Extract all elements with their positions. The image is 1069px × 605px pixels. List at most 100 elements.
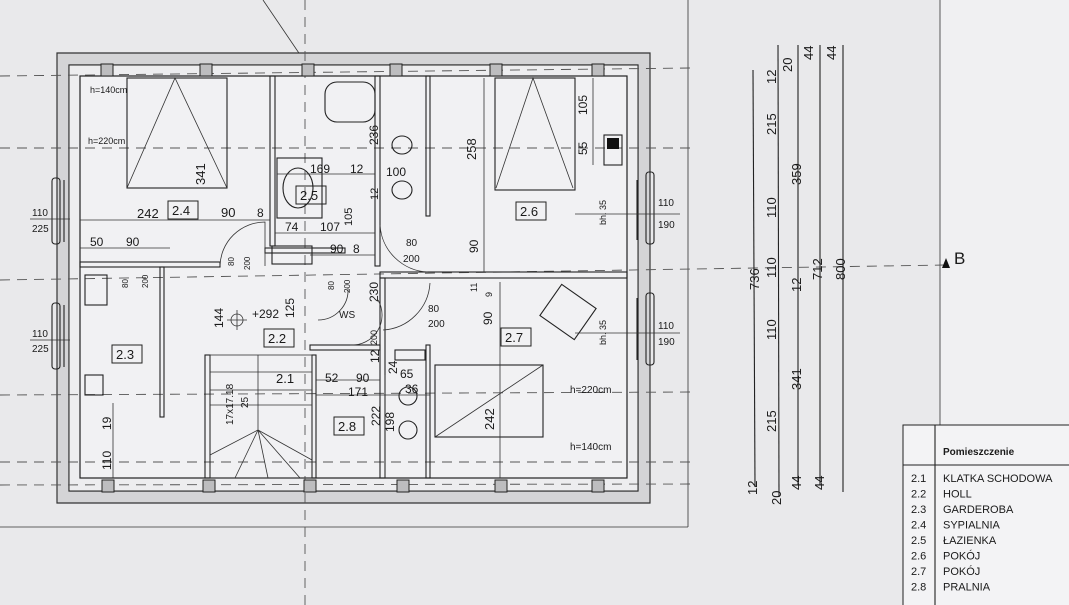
legend-room-name: PRALNIA — [943, 582, 991, 594]
dimension-label: 80 — [406, 238, 418, 249]
dimension-label: 200 — [369, 330, 379, 345]
dimension-label: +292 — [252, 307, 279, 321]
dimension-label: 80 — [227, 257, 236, 266]
dimension-label: bh. 35 — [598, 200, 608, 225]
overall-dimension-label: 359 — [789, 163, 804, 185]
dimension-label: 105 — [576, 95, 590, 115]
legend-room-number: 2.2 — [911, 489, 926, 501]
room-label-box — [111, 344, 143, 364]
overall-dimension-label: 110 — [764, 257, 779, 278]
dimension-label: 8 — [257, 206, 264, 220]
dimension-label: 90 — [356, 371, 370, 385]
overall-dimension-label: 736 — [747, 268, 762, 290]
dimension-label: 9 — [484, 292, 494, 297]
dimension-label: 110 — [658, 321, 674, 332]
dimension-label: 236 — [367, 125, 381, 145]
legend-room-number: 2.8 — [911, 582, 926, 594]
overall-dimension-label: 12 — [764, 70, 779, 84]
dimension-label: h=220cm — [570, 385, 611, 396]
dimension-label: 110 — [32, 329, 48, 340]
dimension-label: 190 — [658, 220, 675, 231]
overall-dimension-lines — [752, 44, 844, 498]
dimension-label: 200 — [403, 254, 420, 265]
dimension-label: 242 — [482, 408, 497, 430]
bed-2-6 — [494, 77, 576, 191]
furniture — [84, 76, 623, 440]
room-label-27: 2.7 — [505, 330, 523, 345]
room-label-box — [500, 327, 532, 347]
overall-dimension-label: 712 — [810, 258, 825, 280]
legend-room-name: POKÓJ — [943, 565, 980, 578]
dimension-label: 144 — [212, 308, 226, 328]
dimension-label: 8 — [353, 242, 360, 256]
overall-dimension-label: 12 — [789, 278, 804, 292]
armchair — [539, 283, 597, 341]
dimension-label: 200 — [428, 319, 445, 330]
dimension-label: 125 — [283, 298, 297, 318]
dimension-label: 90 — [467, 239, 481, 253]
dimension-label: 80 — [327, 281, 336, 290]
legend-room-name: KLATKA SCHODOWA — [943, 473, 1053, 485]
room-label-21: 2.1 — [276, 371, 294, 386]
legend-room-name: POKÓJ — [943, 550, 980, 563]
room-label-box — [263, 328, 295, 348]
section-label: B — [954, 249, 965, 268]
bed-2-4 — [126, 77, 228, 189]
overall-dimension-label: 44 — [789, 476, 804, 490]
columns — [100, 63, 605, 493]
room-label-28: 2.8 — [338, 419, 356, 434]
overall-dimension-label: 20 — [769, 491, 784, 505]
overall-dimension-label: 215 — [764, 410, 779, 432]
overall-dimension-label: 215 — [764, 113, 779, 135]
dimension-label: h=140cm — [90, 85, 127, 95]
room-label-box — [515, 201, 547, 221]
dimension-label: WS — [339, 310, 355, 321]
legend-room-name: HOLL — [943, 489, 972, 501]
room-label-23: 2.3 — [116, 347, 134, 362]
leader-line — [262, 0, 306, 63]
legend-room-number: 2.4 — [911, 520, 926, 532]
dimension-label: 25 — [240, 396, 251, 408]
overall-dimension-label: 110 — [764, 197, 779, 218]
dimension-label: 24 — [386, 360, 400, 374]
dimension-label: 190 — [658, 337, 675, 348]
dimension-label: bh. 35 — [598, 320, 608, 345]
legend-room-number: 2.1 — [911, 473, 926, 485]
dimension-label: 65 — [400, 367, 414, 381]
dimension-label: 90 — [481, 311, 495, 325]
dimension-label: 90 — [330, 242, 344, 256]
room-labels: 2.42.52.62.32.22.12.82.7 — [111, 185, 547, 436]
bidet — [391, 135, 413, 155]
bathtub — [324, 81, 376, 123]
dimension-label: 222 — [369, 406, 383, 426]
dimension-lines — [30, 78, 680, 478]
dimension-label: 74 — [285, 220, 299, 234]
dimension-label: 198 — [383, 412, 397, 432]
legend-room-name: ŁAZIENKA — [943, 535, 997, 547]
dimension-label: 11 — [469, 283, 479, 292]
overall-dimension-label: 44 — [801, 46, 816, 60]
legend-room-name: GARDEROBA — [943, 504, 1014, 516]
room-label-22: 2.2 — [268, 331, 286, 346]
dimension-label: 225 — [32, 224, 49, 235]
windows — [51, 171, 655, 370]
dimension-label: 105 — [343, 208, 355, 226]
overall-dimension-label: 20 — [780, 58, 795, 72]
dimension-label: 52 — [325, 371, 339, 385]
dimension-label: 110 — [100, 451, 114, 470]
dimension-label: h=220cm — [88, 136, 125, 146]
dimension-label: 341 — [193, 163, 208, 185]
dimension-label: 110 — [32, 208, 48, 219]
dimension-label: 100 — [386, 165, 406, 179]
room-label-box — [167, 200, 199, 220]
dimension-label: 258 — [464, 138, 479, 160]
dimension-label: 230 — [367, 282, 381, 302]
toilet — [391, 180, 413, 200]
overall-dimension-label: 110 — [764, 319, 779, 340]
legend-room-number: 2.7 — [911, 566, 926, 578]
doors — [219, 221, 431, 346]
